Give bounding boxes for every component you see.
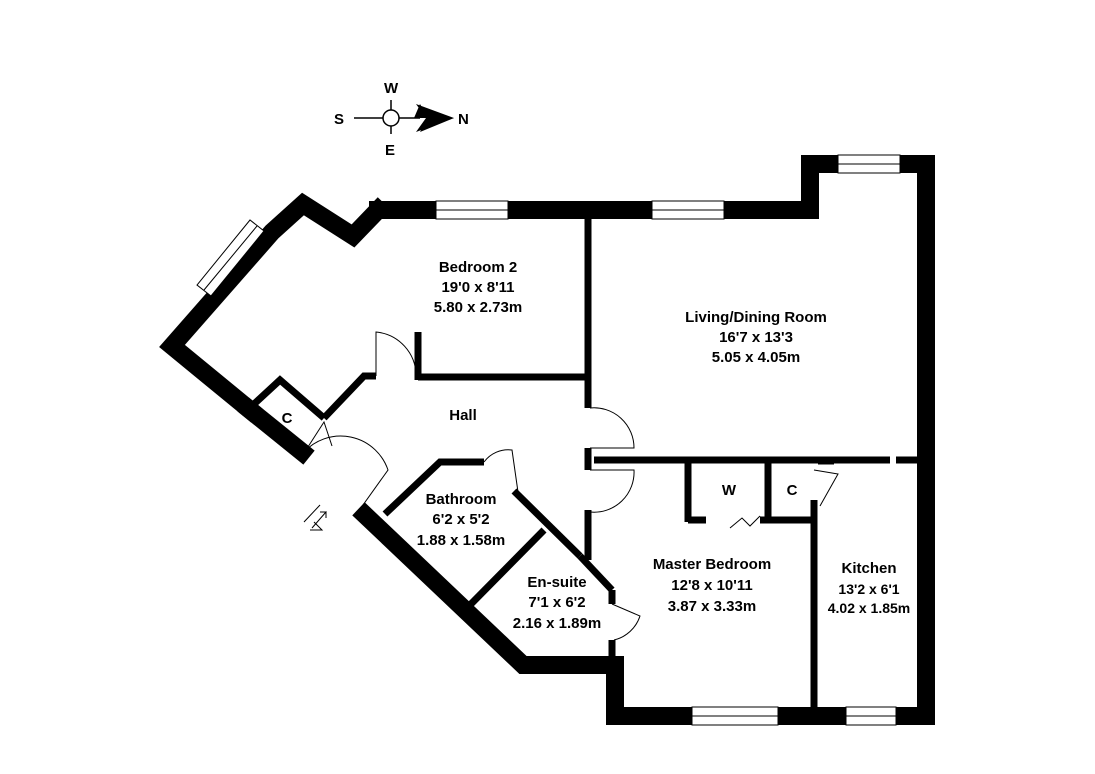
- entrance-arrow-icon: [303, 504, 328, 531]
- door-ensuite[interactable]: [611, 603, 641, 641]
- hall-cupboard-label: C: [282, 410, 293, 427]
- compass-east: E: [385, 142, 395, 159]
- outer-walls: [159, 155, 935, 725]
- wall-ensuite-right-top: [577, 553, 615, 593]
- room-label-hall: Hall: [449, 407, 477, 424]
- door-bathroom[interactable]: [483, 449, 519, 493]
- room-name: Kitchen: [841, 560, 896, 577]
- room-label-living: Living/Dining Room 16'7 x 13'3 5.05 x 4.…: [685, 309, 827, 366]
- door-master[interactable]: [589, 469, 635, 513]
- room-label-master: Master Bedroom 12'8 x 10'11 3.87 x 3.33m: [653, 556, 771, 615]
- outer-wall-main: [352, 155, 935, 725]
- room-metric: 2.16 x 1.89m: [513, 615, 601, 632]
- bedroom-cupboard-label: C: [787, 482, 798, 499]
- doors: [303, 331, 839, 641]
- room-imperial: 6'2 x 5'2: [432, 511, 489, 528]
- room-name: Master Bedroom: [653, 556, 771, 573]
- door-hall-cupboard[interactable]: [305, 420, 333, 451]
- compass-north: N: [458, 111, 469, 128]
- wall-bathroom-ensuite: [467, 527, 547, 608]
- door-entrance[interactable]: [303, 435, 389, 513]
- room-metric: 1.88 x 1.58m: [417, 532, 505, 549]
- door-wardrobe[interactable]: [729, 515, 761, 529]
- door-bedroom-cupboard[interactable]: [813, 469, 839, 507]
- room-label-kitchen: Kitchen 13'2 x 6'1 4.02 x 1.85m: [828, 560, 911, 616]
- internal-walls: [251, 214, 922, 708]
- wardrobe-label: W: [722, 482, 737, 499]
- room-name: Bedroom 2: [439, 259, 517, 276]
- room-metric: 5.80 x 2.73m: [434, 299, 522, 316]
- wall-bathroom-top: [382, 458, 484, 517]
- room-name: Living/Dining Room: [685, 309, 827, 326]
- room-imperial: 13'2 x 6'1: [838, 581, 899, 597]
- room-imperial: 16'7 x 13'3: [719, 329, 793, 346]
- compass-south: S: [334, 111, 344, 128]
- compass: W S N E: [334, 80, 469, 159]
- outer-wall-bay: [159, 192, 391, 423]
- room-label-bathroom: Bathroom 6'2 x 5'2 1.88 x 1.58m: [417, 491, 505, 549]
- outer-wall-entrance-left: [237, 397, 315, 465]
- wall-hall-cupboard: [251, 375, 327, 421]
- room-imperial: 19'0 x 8'11: [441, 279, 514, 296]
- windows: [196, 154, 901, 726]
- room-name: En-suite: [527, 574, 586, 591]
- room-label-bedroom2: Bedroom 2 19'0 x 8'11 5.80 x 2.73m: [434, 259, 522, 316]
- room-metric: 3.87 x 3.33m: [668, 598, 756, 615]
- room-name: Bathroom: [426, 491, 497, 508]
- room-metric: 4.02 x 1.85m: [828, 600, 911, 616]
- room-metric: 5.05 x 4.05m: [712, 349, 800, 366]
- wall-hall-bedroom2-angle: [321, 372, 376, 421]
- room-imperial: 12'8 x 10'11: [671, 577, 752, 594]
- room-imperial: 7'1 x 6'2: [528, 594, 585, 611]
- door-bedroom2[interactable]: [375, 331, 417, 377]
- room-name: Hall: [449, 407, 477, 424]
- compass-ring: [382, 109, 400, 127]
- wall-bathroom-right: [511, 488, 583, 559]
- room-label-ensuite: En-suite 7'1 x 6'2 2.16 x 1.89m: [513, 574, 601, 632]
- compass-west: W: [384, 80, 399, 97]
- door-living[interactable]: [589, 407, 635, 449]
